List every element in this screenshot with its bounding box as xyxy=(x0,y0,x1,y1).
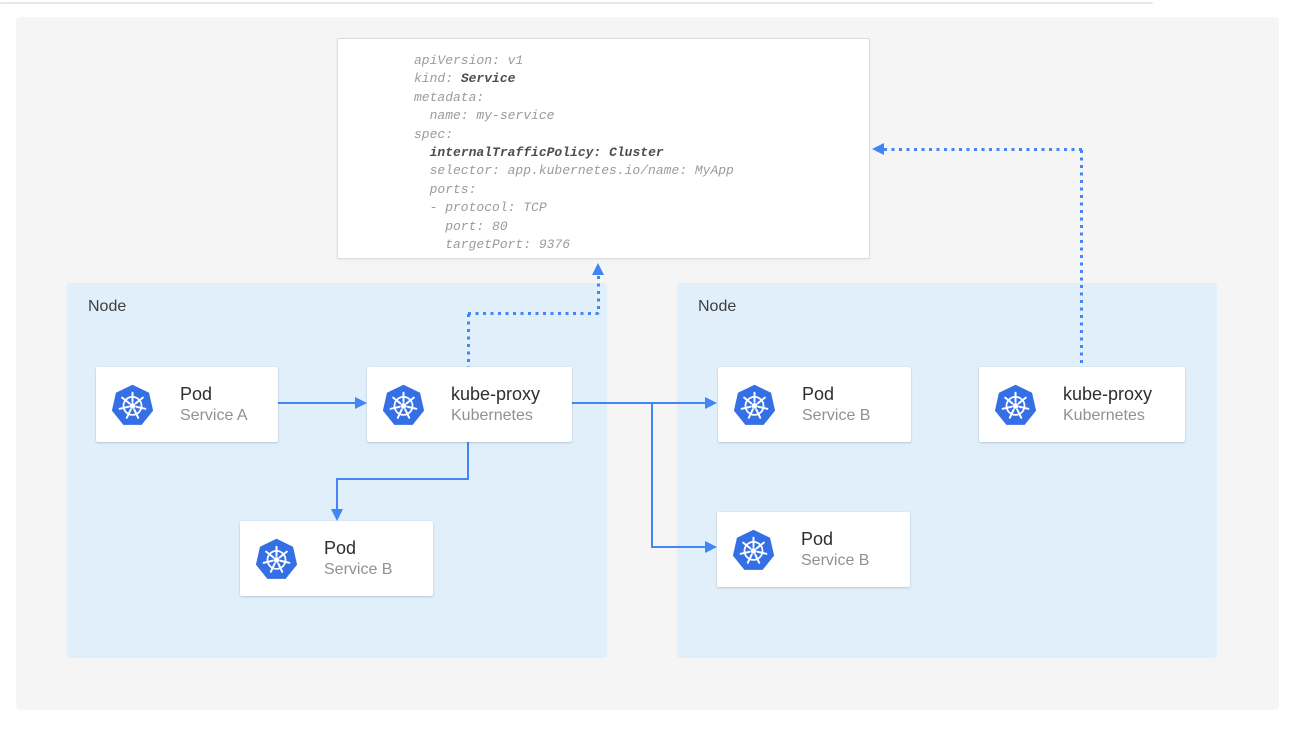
card-text: Pod Service B xyxy=(802,383,870,426)
yaml-line: selector: app.kubernetes.io/name: MyApp xyxy=(414,162,869,180)
card-subtitle: Service B xyxy=(802,407,871,424)
yaml-line: targetPort: 9376 xyxy=(414,236,869,254)
arrowhead-yaml-right xyxy=(872,143,884,155)
card-subtitle: Kubernetes xyxy=(1063,407,1145,424)
card-text: Pod Service B xyxy=(801,528,869,571)
card-kube-proxy-right: kube-proxy Kubernetes xyxy=(979,367,1185,442)
dotted-kube-proxy-right-up xyxy=(1080,150,1083,367)
card-title: Pod xyxy=(802,384,835,404)
dotted-kube-proxy-right-across xyxy=(884,148,1082,151)
card-pod-service-b-right-bottom: Pod Service B xyxy=(717,512,910,587)
card-text: kube-proxy Kubernetes xyxy=(1063,383,1152,426)
kubernetes-logo-icon xyxy=(254,537,299,581)
arrowhead-yaml-bottom xyxy=(592,263,604,275)
arrowhead-pod-a-to-kube-proxy xyxy=(355,397,367,409)
node-left-label: Node xyxy=(88,298,127,315)
card-subtitle: Kubernetes xyxy=(451,407,533,424)
card-text: Pod Service B xyxy=(324,537,392,580)
card-pod-service-b-left: Pod Service B xyxy=(240,521,433,596)
kubernetes-logo-icon xyxy=(731,528,776,572)
line-kube-proxy-to-right-node xyxy=(572,402,706,404)
yaml-segment: selector: app.kubernetes.io/name: MyApp xyxy=(414,163,734,179)
elbow-kube-proxy-left xyxy=(336,478,469,480)
card-subtitle: Service A xyxy=(180,407,248,424)
card-kube-proxy-left: kube-proxy Kubernetes xyxy=(367,367,572,442)
yaml-segment: apiVersion: v1 xyxy=(414,53,524,68)
yaml-line: - protocol: TCP xyxy=(414,199,869,217)
yaml-line: metadata: xyxy=(414,89,869,107)
card-title: Pod xyxy=(324,538,357,558)
yaml-segment xyxy=(414,145,430,160)
card-pod-service-b-right-top: Pod Service B xyxy=(718,367,911,442)
yaml-line: kind: Service xyxy=(414,70,869,88)
yaml-segment: name: my-service xyxy=(414,108,555,124)
node-left: Node xyxy=(67,283,607,658)
yaml-segment: targetPort: 9376 xyxy=(414,237,571,253)
yaml-segment xyxy=(601,145,609,160)
elbow-kube-proxy-down2 xyxy=(336,478,338,510)
yaml-bold-segment: internalTrafficPolicy: xyxy=(429,145,602,161)
yaml-bold-segment: Cluster xyxy=(609,145,664,161)
branch-line-vertical xyxy=(651,403,653,548)
dotted-kube-proxy-left-across xyxy=(468,312,600,315)
card-title: kube-proxy xyxy=(1063,384,1153,404)
yaml-line: port: 80 xyxy=(414,218,869,236)
card-pod-service-a: Pod Service A xyxy=(96,367,278,442)
yaml-line: spec: xyxy=(414,126,869,144)
yaml-line: ports: xyxy=(414,181,869,199)
arrow-pod-a-to-kube-proxy xyxy=(278,402,356,404)
yaml-bold-segment: Service xyxy=(460,71,516,87)
arrowhead-pod-b-right-top xyxy=(705,397,717,409)
yaml-segment: - protocol: TCP xyxy=(414,200,547,216)
card-text: Pod Service A xyxy=(180,383,248,426)
card-title: kube-proxy xyxy=(451,384,541,404)
yaml-segment: ports: xyxy=(414,181,477,197)
card-subtitle: Service B xyxy=(801,552,870,569)
yaml-segment: kind: xyxy=(414,71,461,87)
yaml-segment: spec: xyxy=(414,126,454,142)
dotted-kube-proxy-left-to-yaml xyxy=(597,276,600,314)
card-text: kube-proxy Kubernetes xyxy=(451,383,540,426)
yaml-line: name: my-service xyxy=(414,107,869,125)
kubernetes-logo-icon xyxy=(110,383,155,427)
card-title: Pod xyxy=(801,529,834,549)
arrowhead-pod-b-left xyxy=(331,509,343,521)
kubernetes-logo-icon xyxy=(993,383,1038,427)
arrowhead-pod-b-right-bottom xyxy=(705,541,717,553)
yaml-line: apiVersion: v1 xyxy=(414,52,869,70)
kubernetes-logo-icon xyxy=(732,383,777,427)
dotted-kube-proxy-left-up xyxy=(467,314,470,367)
node-right: Node xyxy=(677,283,1217,658)
top-divider xyxy=(0,2,1153,4)
yaml-segment: metadata: xyxy=(414,89,485,105)
kubernetes-logo-icon xyxy=(381,383,426,427)
line-branch-to-pod-b-right-bottom xyxy=(651,546,706,548)
node-right-label: Node xyxy=(698,298,737,315)
card-title: Pod xyxy=(180,384,213,404)
yaml-line: internalTrafficPolicy: Cluster xyxy=(414,144,869,162)
elbow-kube-proxy-down xyxy=(467,440,469,480)
yaml-segment: port: 80 xyxy=(414,218,508,234)
card-subtitle: Service B xyxy=(324,561,393,578)
